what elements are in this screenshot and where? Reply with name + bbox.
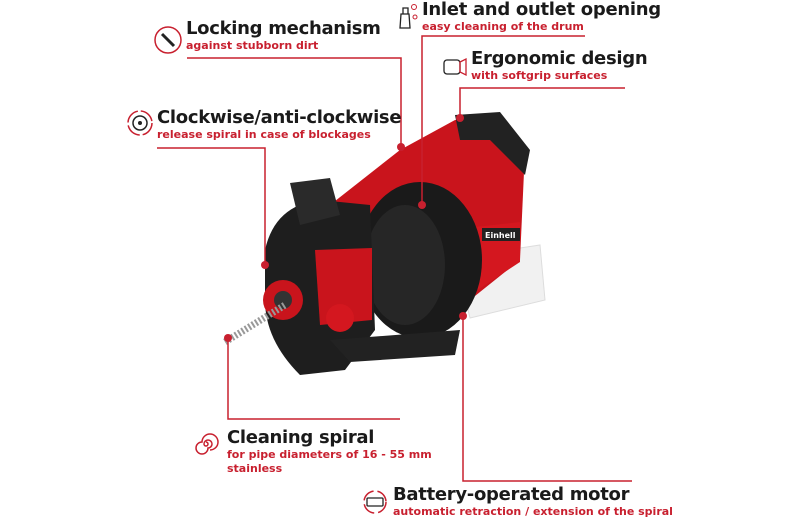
callout-dots — [224, 114, 467, 342]
feature-clockwise: Clockwise/anti-clockwise release spiral … — [157, 107, 402, 142]
spiral-icon — [195, 433, 219, 455]
hand-grip-icon — [443, 57, 467, 77]
feature-locking-mechanism: Locking mechanism against stubborn dirt — [186, 19, 381, 53]
locking-lever — [290, 178, 340, 225]
battery-icon — [363, 490, 387, 514]
feature-title: Clockwise/anti-clockwise — [157, 107, 402, 128]
feature-title: Cleaning spiral — [227, 427, 375, 448]
brand-plate — [482, 228, 520, 241]
feature-subtitle: with softgrip surfaces — [471, 69, 608, 82]
feature-title: Battery-operated motor — [393, 484, 630, 505]
callout-lines — [157, 35, 632, 482]
feature-title: Locking mechanism — [186, 18, 381, 39]
feature-inlet-outlet: Inlet and outlet opening easy cleaning o… — [422, 0, 661, 34]
feature-subtitle: for pipe diameters of 16 - 55 mm — [227, 448, 432, 461]
feature-subtitle: easy cleaning of the drum — [422, 20, 584, 33]
feature-subtitle: automatic retraction / extension of the … — [393, 505, 673, 518]
feature-cleaning-spiral: Cleaning spiral for pipe diameters of 16… — [227, 428, 432, 476]
feature-title: Ergonomic design — [471, 48, 648, 69]
feature-subtitle: release spiral in case of blockages — [157, 128, 371, 141]
feature-ergonomic-design: Ergonomic design with softgrip surfaces — [471, 48, 648, 83]
handle-grip — [455, 112, 530, 175]
direction-switch — [326, 304, 354, 332]
rotation-icon — [127, 110, 153, 136]
feature-subtitle: against stubborn dirt — [186, 39, 319, 52]
feature-subtitle: stainless — [227, 462, 283, 475]
feature-battery-motor: Battery-operated motor automatic retract… — [393, 485, 673, 519]
wrench-icon — [154, 26, 182, 54]
feature-title: Inlet and outlet opening — [422, 0, 661, 20]
brand-logo: Einhell — [485, 231, 516, 240]
spray-bottle-icon — [399, 4, 418, 29]
base-stand — [330, 330, 460, 362]
